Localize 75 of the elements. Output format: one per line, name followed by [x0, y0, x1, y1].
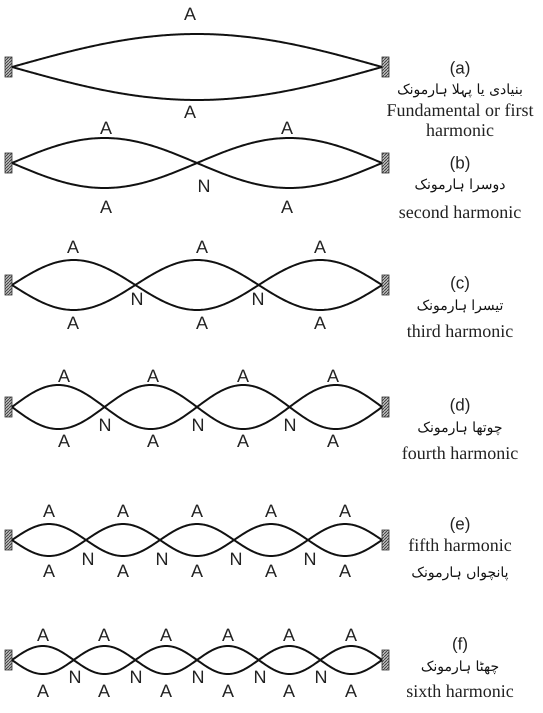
node-antinode-letter: A	[196, 314, 208, 332]
node-antinode-letter: N	[130, 668, 142, 686]
node-antinode-letter: A	[196, 238, 208, 256]
caption-text: fourth harmonic	[400, 443, 520, 463]
node-antinode-letter: A	[100, 198, 112, 216]
node-antinode-letter: A	[147, 367, 159, 385]
node-antinode-letter: A	[100, 119, 112, 137]
node-antinode-letter: A	[314, 314, 326, 332]
node-antinode-letter: A	[160, 682, 172, 700]
node-antinode-letter: A	[281, 198, 293, 216]
node-antinode-letter: A	[283, 682, 295, 700]
caption-urdu: چوتھا ہارمونک	[417, 421, 503, 435]
node-antinode-letter: A	[265, 502, 277, 520]
node-antinode-letter: A	[191, 562, 203, 580]
node-antinode-letter: A	[67, 314, 79, 332]
node-antinode-letter: N	[304, 550, 316, 568]
node-antinode-letter: A	[314, 238, 326, 256]
node-antinode-letter: A	[160, 626, 172, 644]
node-antinode-letter: N	[156, 550, 168, 568]
node-antinode-letter: A	[98, 682, 110, 700]
node-antinode-letter: N	[192, 416, 204, 434]
node-antinode-letter: A	[58, 432, 70, 450]
panel-tag: (f)	[452, 636, 468, 652]
caption-urdu: بنیادی یا پہلا ہارمونک	[397, 83, 523, 97]
node-antinode-letter: A	[237, 367, 249, 385]
node-antinode-letter: N	[98, 416, 112, 434]
node-antinode-letter: A	[117, 502, 129, 520]
node-antinode-letter: A	[345, 626, 357, 644]
node-antinode-letter: A	[281, 119, 293, 137]
node-antinode-letter: A	[345, 682, 357, 700]
node-antinode-letter: A	[117, 562, 129, 580]
node-antinode-letter: A	[37, 626, 49, 644]
node-antinode-letter: A	[147, 432, 159, 450]
node-antinode-letter: A	[184, 5, 196, 23]
node-antinode-letter: A	[43, 502, 55, 520]
node-antinode-letter: N	[230, 550, 242, 568]
caption-urdu: تیسرا ہارمونک	[416, 299, 504, 313]
node-antinode-letter: N	[314, 668, 328, 686]
node-antinode-letter: N	[68, 668, 82, 686]
caption-urdu: پانچواں ہارمونک	[411, 566, 509, 580]
node-antinode-letter: A	[37, 682, 49, 700]
caption-text: fifth harmonic	[407, 535, 513, 555]
node-antinode-letter: A	[327, 432, 339, 450]
panel-tag: (b)	[450, 154, 470, 172]
node-antinode-letter: N	[252, 290, 264, 308]
caption-urdu: دوسرا ہارمونک	[414, 178, 506, 192]
node-antinode-letter: A	[191, 502, 203, 520]
node-antinode-letter: A	[67, 238, 79, 256]
node-antinode-letter: A	[237, 432, 249, 450]
panel-tag: (c)	[450, 274, 470, 292]
panel-tag: (e)	[450, 516, 470, 532]
caption-text: Fundamental or first harmonic	[386, 100, 534, 140]
node-antinode-letter: A	[339, 502, 351, 520]
node-antinode-letter: N	[254, 668, 266, 686]
node-antinode-letter: A	[98, 626, 110, 644]
node-antinode-letter: A	[184, 103, 196, 121]
node-antinode-letter: N	[192, 668, 204, 686]
node-antinode-letter: N	[198, 177, 210, 195]
panel-tag: (d)	[450, 396, 470, 414]
node-antinode-letter: A	[222, 682, 234, 700]
node-antinode-letter: A	[43, 562, 55, 580]
caption-text: sixth harmonic	[405, 681, 515, 701]
node-antinode-letter: A	[327, 367, 339, 385]
node-antinode-letter: A	[58, 367, 70, 385]
node-antinode-letter: A	[265, 562, 277, 580]
node-antinode-letter: A	[283, 626, 295, 644]
node-antinode-letter: N	[130, 290, 144, 308]
caption-text: third harmonic	[406, 321, 514, 341]
panel-tag: (a)	[450, 60, 470, 76]
caption-text: second harmonic	[398, 202, 522, 222]
node-antinode-letter: A	[222, 626, 234, 644]
node-antinode-letter: A	[339, 562, 351, 580]
node-antinode-letter: N	[82, 550, 94, 568]
caption-urdu: چھٹا ہارمونک	[420, 660, 500, 674]
node-antinode-letter: N	[284, 416, 296, 434]
